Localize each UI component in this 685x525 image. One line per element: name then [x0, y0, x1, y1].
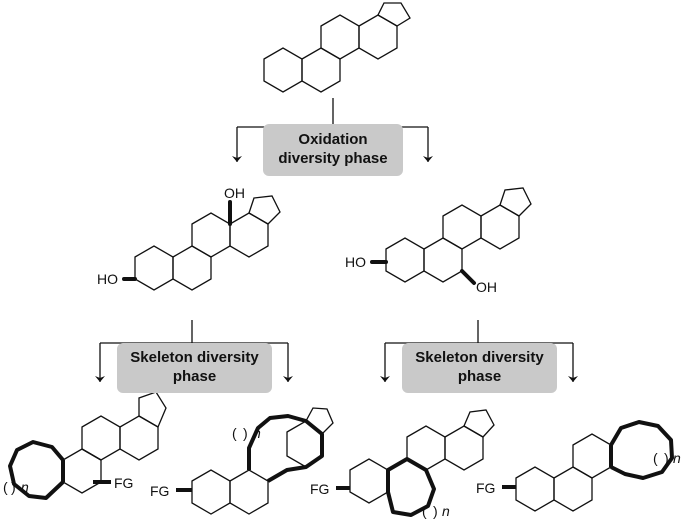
- oh-label-top: OH: [224, 185, 245, 201]
- skeleton-diversity-phase-box-left: Skeleton diversity phase: [117, 343, 272, 393]
- skeleton-right-line2: phase: [457, 368, 502, 385]
- fg-label-product-3: FG: [310, 481, 329, 497]
- skeleton-left-line2: phase: [172, 368, 217, 385]
- skeleton-left-line1: Skeleton diversity: [130, 349, 259, 366]
- oxidation-diversity-phase-box: Oxidation diversity phase: [263, 124, 403, 176]
- bonds-middle-right: [370, 260, 476, 285]
- oxidation-box-line2: diversity phase: [278, 150, 388, 167]
- bold-oh-bond-right: [460, 269, 476, 285]
- paren-close-product-1: ): [11, 479, 16, 495]
- ring-size-n-product-1: n: [21, 479, 29, 495]
- fg-label-product-2: FG: [150, 483, 169, 499]
- product-3: [349, 409, 495, 517]
- paren-close-product-3: ): [433, 503, 438, 519]
- steroid-core-top: [263, 2, 411, 93]
- product-4: [515, 420, 674, 512]
- steroid-middle-left: [134, 195, 281, 291]
- fg-label-product-1: FG: [114, 475, 133, 491]
- ho-label-right: HO: [345, 254, 366, 270]
- ho-label-left: HO: [97, 271, 118, 287]
- ring-size-n-product-2: n: [253, 425, 261, 441]
- oxidation-box-line1: Oxidation: [298, 131, 368, 148]
- bonds-middle-left: [122, 200, 232, 281]
- product-2: [191, 407, 334, 515]
- product-1: [8, 391, 167, 500]
- paren-open-product-1: (: [3, 479, 8, 495]
- skeleton-diversity-phase-box-right: Skeleton diversity phase: [402, 343, 557, 393]
- ring-size-n-product-3: n: [442, 503, 450, 519]
- paren-open-product-4: (: [653, 450, 658, 466]
- paren-close-product-4: ): [664, 450, 669, 466]
- paren-open-product-3: (: [422, 503, 427, 519]
- fg-label-product-4: FG: [476, 480, 495, 496]
- oh-label-bottom: OH: [476, 279, 497, 295]
- paren-close-product-2: ): [243, 425, 248, 441]
- ring-size-n-product-4: n: [673, 450, 681, 466]
- paren-open-product-2: (: [232, 425, 237, 441]
- skeleton-right-line1: Skeleton diversity: [415, 349, 544, 366]
- steroid-middle-right: [385, 187, 532, 283]
